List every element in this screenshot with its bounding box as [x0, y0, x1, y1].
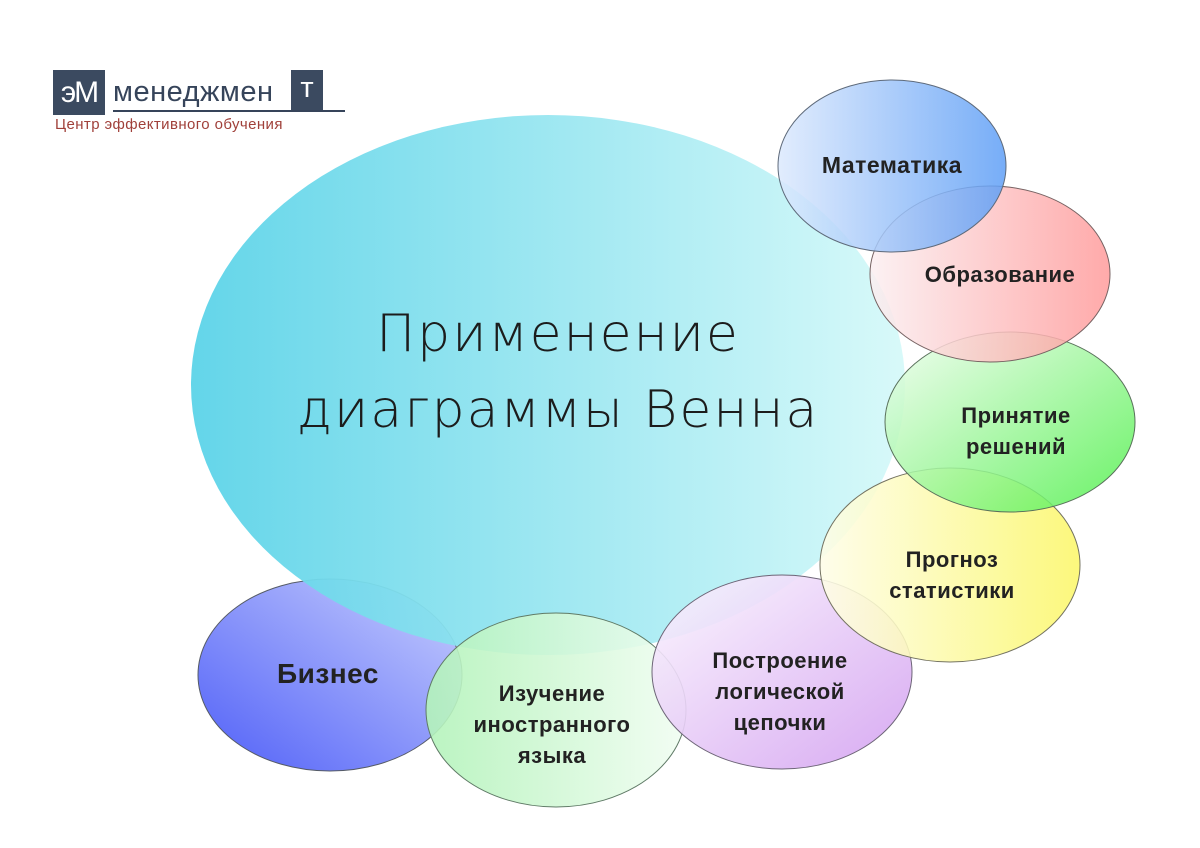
main-title: Применение диаграммы Венна [238, 296, 878, 448]
label-stats-line-2: статистики [889, 578, 1015, 603]
label-languages-line-2: иностранного [473, 712, 631, 737]
label-stats-line-1: Прогноз [905, 547, 999, 572]
company-logo: эМ менеджмен т Центр эффективного обучен… [53, 70, 345, 140]
logo-tagline: Центр эффективного обучения [55, 116, 283, 133]
label-logic-line-2: логической [715, 679, 845, 704]
label-languages-line-1: Изучение [498, 681, 606, 706]
label-math: Математика [821, 152, 963, 178]
label-stats: Прогноз статистики [852, 544, 1052, 606]
circle-math [777, 79, 1007, 253]
label-logic-line-3: цепочки [733, 710, 827, 735]
label-decisions: Принятие решений [916, 400, 1116, 462]
label-decisions-line-1: Принятие [961, 403, 1071, 428]
label-education: Образование [924, 262, 1076, 287]
label-logic: Построение логической цепочки [680, 645, 880, 738]
logo-mark: эМ [53, 70, 105, 115]
label-business: Бизнес [277, 658, 379, 689]
main-title-line-1: Применение [376, 304, 740, 364]
main-title-line-2: диаграммы Венна [296, 380, 820, 440]
main-ellipse [191, 115, 905, 655]
logo-word: менеджмен [113, 76, 274, 108]
label-languages: Изучение иностранного языка [452, 678, 652, 771]
label-decisions-line-2: решений [965, 434, 1067, 459]
logo-word-tail: т [291, 70, 323, 112]
label-logic-line-1: Построение [712, 648, 848, 673]
label-languages-line-3: языка [517, 743, 587, 768]
logo-rule [113, 110, 345, 112]
